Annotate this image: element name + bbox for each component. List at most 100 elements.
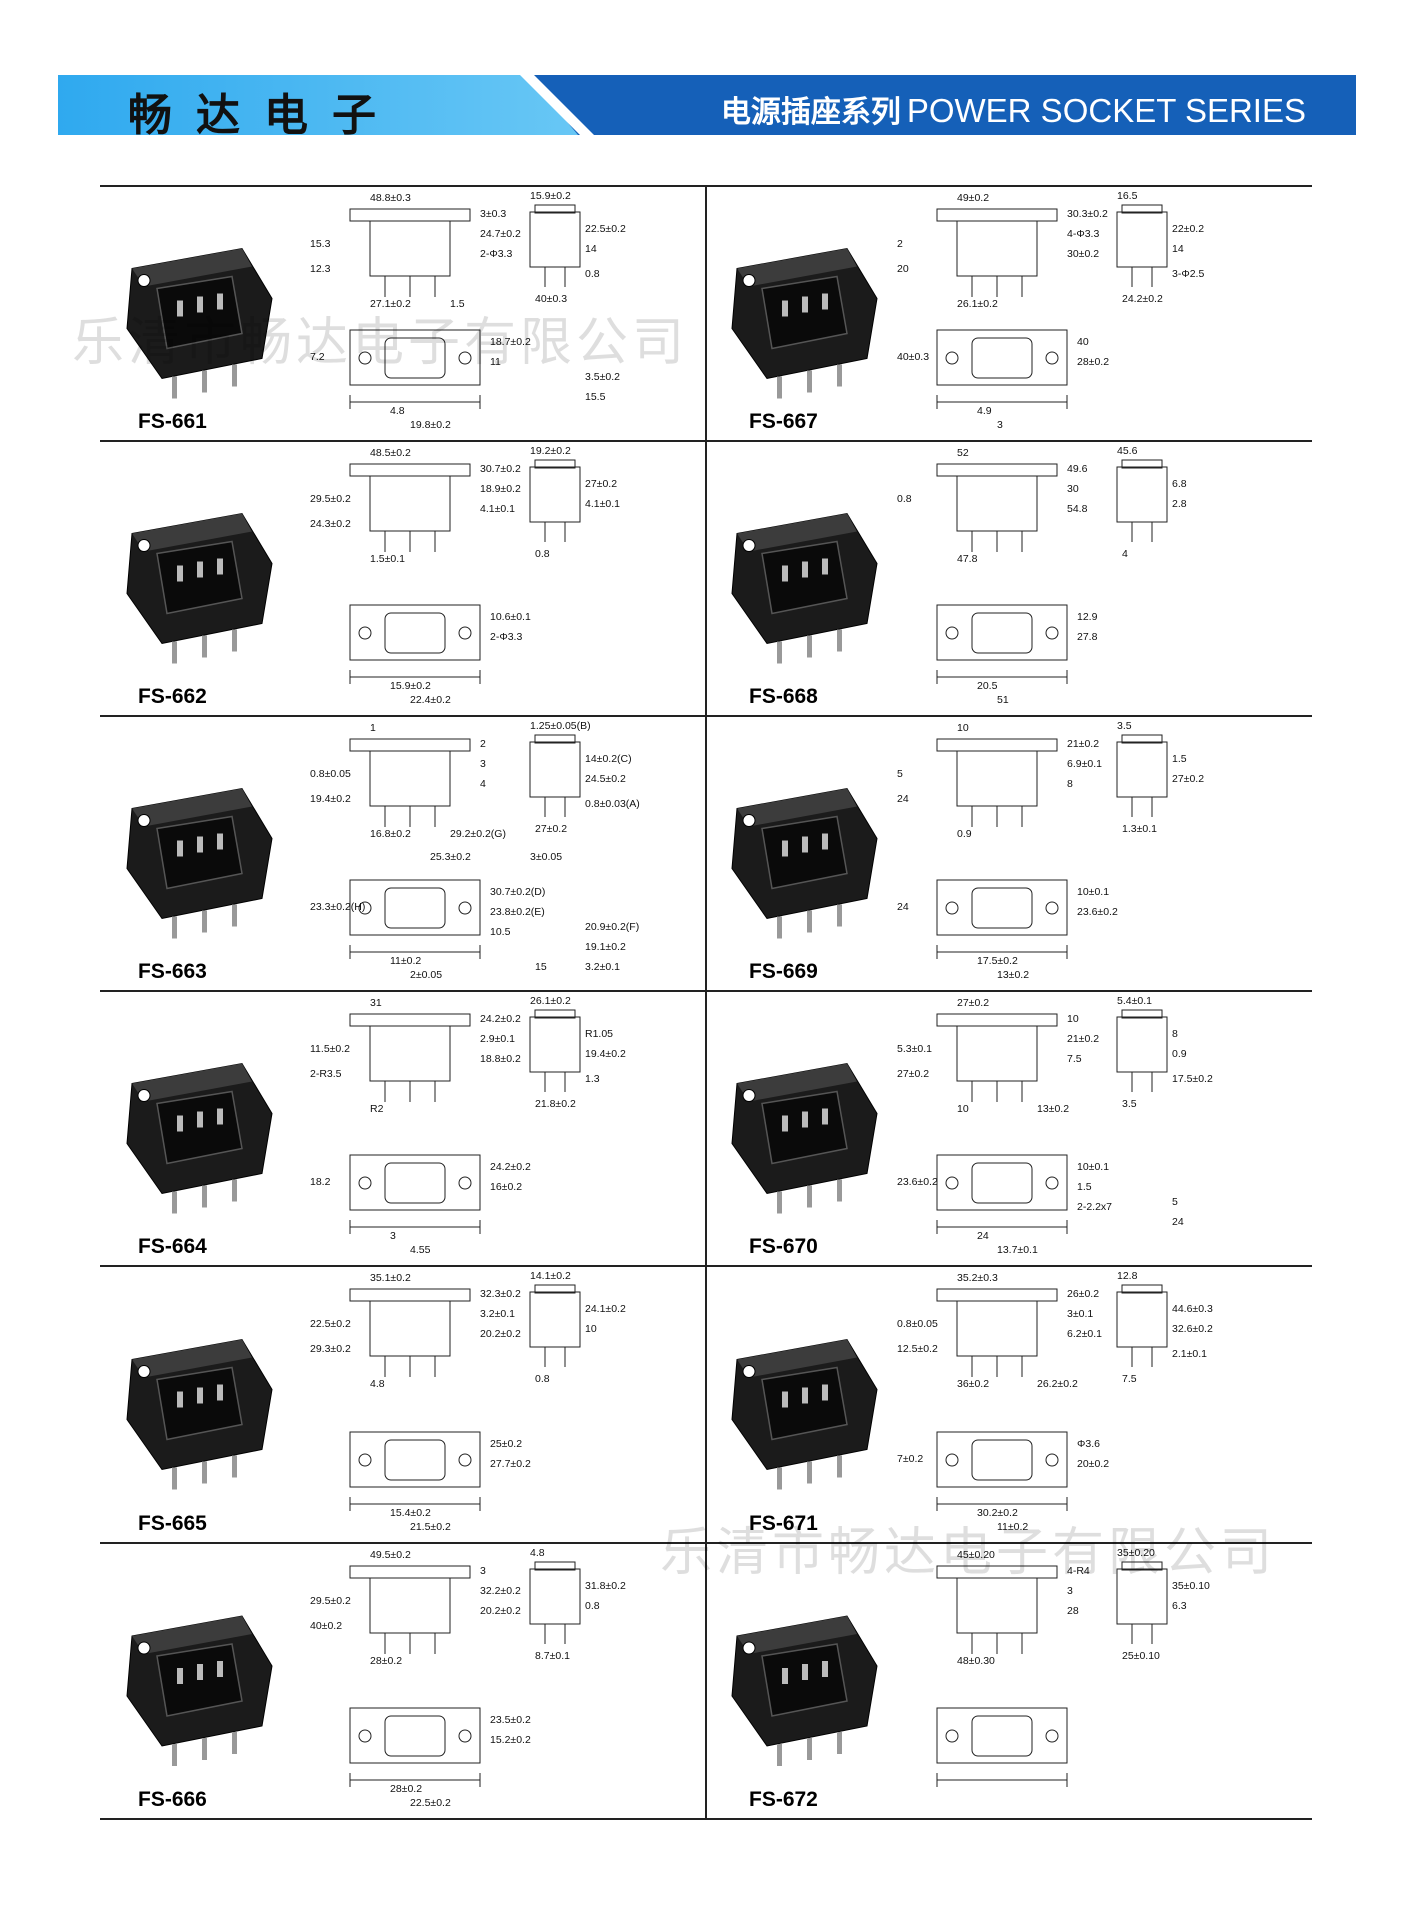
dimension-label: 17.5±0.2	[977, 955, 1018, 967]
technical-drawing	[349, 1284, 581, 1511]
dimension-label: 14	[1172, 243, 1184, 255]
product-photo	[731, 247, 878, 399]
dimension-label: 19.2±0.2	[530, 445, 571, 457]
dimension-label: 35±0.20	[1117, 1547, 1155, 1559]
technical-drawing	[349, 1561, 581, 1787]
dimension-label: 18.8±0.2	[480, 1053, 521, 1065]
dimension-label: 3	[480, 1565, 486, 1577]
dimension-label: 11±0.2	[390, 955, 421, 967]
dimension-label: 27.7±0.2	[490, 1458, 531, 1470]
dimension-label: 29.2±0.2(G)	[450, 828, 506, 840]
product-photo	[126, 1338, 273, 1490]
dimension-label: Φ3.6	[1077, 1438, 1100, 1450]
dimension-label: 21±0.2	[1067, 1033, 1099, 1045]
dimension-label: 48.8±0.3	[370, 192, 411, 204]
dimension-label: 32.3±0.2	[480, 1288, 521, 1300]
dimension-label: 0.8	[535, 1373, 550, 1385]
dimension-label: 20.2±0.2	[480, 1328, 521, 1340]
dimension-label: 25±0.2	[490, 1438, 522, 1450]
dimension-label: 0.8	[535, 548, 550, 560]
product-figure: 48.5±0.230.7±0.218.9±0.24.1±0.11.5±0.119…	[126, 445, 620, 706]
dimension-label: 10.5	[490, 926, 511, 938]
dimension-label: 4.8	[370, 1378, 385, 1390]
product-photo	[126, 247, 273, 399]
dimension-label: 2-2.2x7	[1077, 1201, 1112, 1213]
dimension-label: 3.2±0.1	[585, 961, 620, 973]
dimension-label: 8.7±0.1	[535, 1650, 570, 1662]
dimension-label: 23.8±0.2(E)	[490, 906, 545, 918]
dimension-label: 23.6±0.2	[1077, 906, 1118, 918]
series-title-cn: 电源插座系列	[720, 95, 901, 130]
model-number: FS-667	[749, 410, 818, 433]
dimension-label: 18.7±0.2	[490, 336, 531, 348]
dimension-label: 0.8±0.03(A)	[585, 798, 640, 810]
dimension-label: 10	[1067, 1013, 1079, 1025]
dimension-label: 7.5	[1067, 1053, 1082, 1065]
dimension-label: R1.05	[585, 1028, 613, 1040]
product-figure: 5249.63054.847.845.66.82.8412.927.820.55…	[731, 445, 1187, 706]
dimension-label: 10±0.1	[1077, 1161, 1109, 1173]
dimension-label: 3±0.05	[530, 851, 562, 863]
dimension-label: 5.4±0.1	[1117, 995, 1152, 1007]
dimension-label: 17.5±0.2	[1172, 1073, 1213, 1085]
model-number: FS-664	[138, 1235, 207, 1258]
product-photo	[731, 1338, 878, 1490]
column-divider	[705, 185, 707, 1820]
dimension-label: 22±0.2	[1172, 223, 1204, 235]
dimension-label: 20.2±0.2	[480, 1605, 521, 1617]
product-figure: 35.1±0.232.3±0.23.2±0.120.2±0.24.814.1±0…	[126, 1270, 626, 1533]
dimension-label: 20±0.2	[1077, 1458, 1109, 1470]
dimension-label: 24.2±0.2	[480, 1013, 521, 1025]
dimension-label: 12.5±0.2	[897, 1343, 938, 1355]
dimension-label: 27±0.2	[957, 997, 989, 1009]
dimension-label: 24.2±0.2	[490, 1161, 531, 1173]
dimension-label: 7±0.2	[897, 1453, 923, 1465]
dimension-label: 10	[585, 1323, 597, 1335]
technical-drawing	[349, 1009, 581, 1234]
model-number: FS-670	[749, 1235, 818, 1258]
dimension-label: 13±0.2	[997, 969, 1029, 981]
dimension-label: 24.7±0.2	[480, 228, 521, 240]
dimension-label: 25.3±0.2	[430, 851, 471, 863]
dimension-label: 23.5±0.2	[490, 1714, 531, 1726]
dimension-label: 36±0.2	[957, 1378, 989, 1390]
dimension-label: 0.8	[897, 493, 912, 505]
dimension-label: 22.4±0.2	[410, 694, 451, 706]
technical-drawing	[936, 204, 1168, 409]
dimension-label: 25±0.10	[1122, 1650, 1160, 1662]
dimension-label: 1.5	[1077, 1181, 1092, 1193]
dimension-label: 6.2±0.1	[1067, 1328, 1102, 1340]
dimension-label: 1.3±0.1	[1122, 823, 1157, 835]
model-number: FS-671	[749, 1512, 818, 1535]
product-photo	[731, 1615, 878, 1766]
dimension-label: 35.1±0.2	[370, 1272, 411, 1284]
dimension-label: 2-Φ3.3	[490, 631, 522, 643]
technical-drawing	[936, 1284, 1168, 1511]
dimension-label: 28±0.2	[1077, 356, 1109, 368]
product-figure: 27±0.21021±0.27.5105.4±0.180.93.510±0.11…	[731, 995, 1213, 1256]
product-figure: 123416.8±0.21.25±0.05(B)14±0.2(C)24.5±0.…	[126, 720, 640, 981]
dimension-label: 6.8	[1172, 478, 1187, 490]
product-photo	[731, 787, 878, 939]
dimension-label: 4-Φ3.3	[1067, 228, 1099, 240]
product-figure: 3124.2±0.22.9±0.118.8±0.2R226.1±0.2R1.05…	[126, 995, 626, 1256]
watermark-top: 乐清市畅达电子有限公司	[72, 313, 689, 373]
dimension-label: 3.5±0.2	[585, 371, 620, 383]
dimension-label: 29.3±0.2	[310, 1343, 351, 1355]
model-number: FS-669	[749, 960, 818, 983]
dimension-label: 40±0.3	[535, 293, 567, 305]
dimension-label: 21±0.2	[1067, 738, 1099, 750]
dimension-label: 21.8±0.2	[535, 1098, 576, 1110]
dimension-label: 18.9±0.2	[480, 483, 521, 495]
dimension-label: 2±0.05	[410, 969, 442, 981]
dimension-label: 23.6±0.2	[897, 1176, 938, 1188]
dimension-label: 51	[997, 694, 1009, 706]
